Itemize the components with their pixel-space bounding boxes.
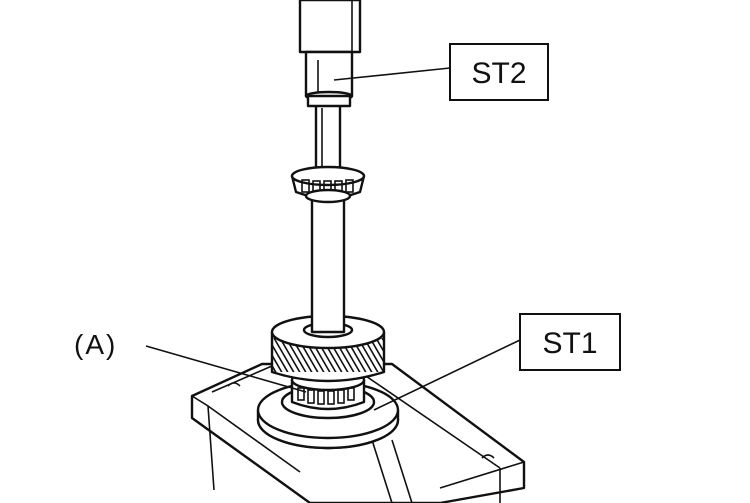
gear-tooth: [272, 343, 289, 372]
st2-label: ST2: [449, 43, 549, 101]
gear-tooth: [375, 338, 384, 354]
gear-tooth: [369, 338, 384, 364]
part-a-label: (A): [74, 329, 117, 360]
st1-label-text: ST1: [542, 327, 597, 360]
st1-leader: [373, 339, 521, 411]
shaft: [310, 98, 346, 334]
gear-tooth: [272, 353, 283, 372]
gear-tooth: [279, 338, 301, 372]
st1-label: ST1: [519, 313, 621, 371]
gear-tooth: [273, 338, 295, 372]
st2-drift: [298, 0, 362, 108]
st2-label-text: ST2: [471, 57, 526, 90]
upper-bearing: [290, 165, 366, 204]
gear-tooth: [272, 364, 277, 372]
leader-lines: [145, 67, 521, 411]
part-a-leader: [145, 345, 307, 393]
st2-leader: [333, 67, 451, 81]
